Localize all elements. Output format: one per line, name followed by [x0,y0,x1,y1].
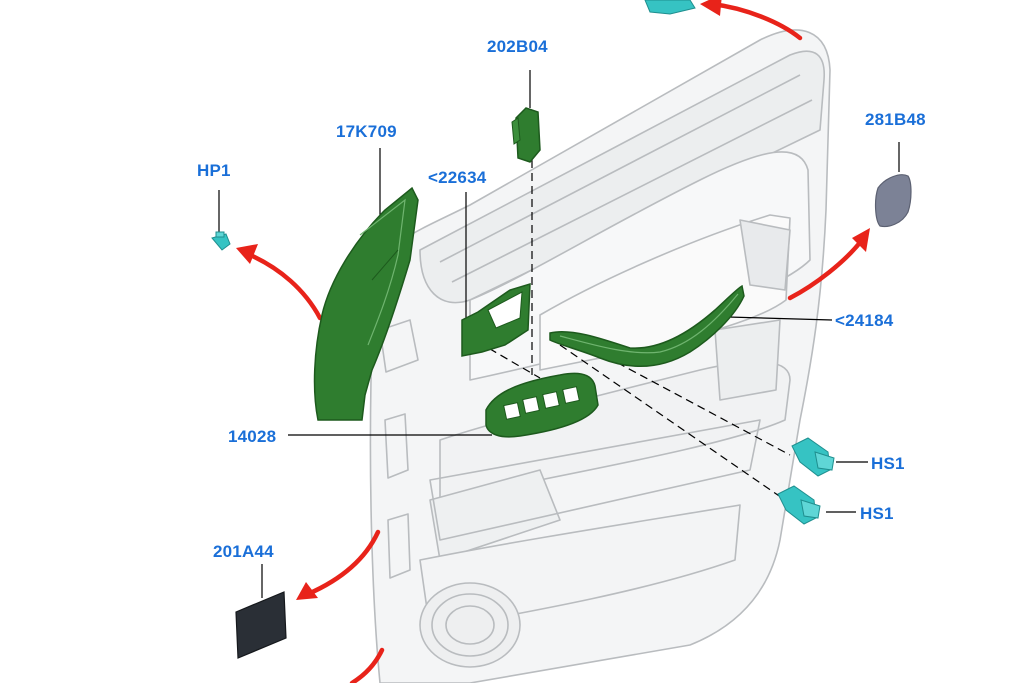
fastener-hs1-upper [791,437,835,477]
arrow-281b48 [787,237,865,301]
label-14028: 14028 [228,427,277,446]
arrow-bottom [349,647,385,683]
fastener-hs1-lower [777,485,821,525]
part-22634-bracket [461,282,531,357]
part-17k709-trim [313,186,419,421]
label-201a44: 201A44 [213,542,274,561]
label-22634: <22634 [428,168,487,187]
fastener-hp1 [211,231,231,251]
leader-22634-dashed [477,341,541,379]
label-hs1-lower: HS1 [860,504,894,523]
arrow-hp1 [245,251,323,321]
part-24184-pull-handle [549,284,745,368]
part-202b04-clip [511,107,541,163]
leader-hs1-lower-dashed [559,344,786,501]
fastener-top-right [644,0,696,15]
red-arrowheads [236,0,870,600]
label-hs1-upper: HS1 [871,454,905,473]
label-24184: <24184 [835,311,894,330]
part-14028-switch-bezel [485,372,599,438]
label-17k709: 17K709 [336,122,397,141]
red-arrows [245,1,865,683]
leader-24184 [727,316,833,321]
arrow-top-right [709,1,803,41]
part-201a44-panel [235,591,287,659]
label-202b04: 202B04 [487,37,548,56]
arrowhead-201a44 [296,582,318,600]
label-hp1: HP1 [197,161,231,180]
arrowhead-hp1 [236,244,258,264]
arrow-201a44 [305,529,381,597]
part-281b48-cover [874,174,912,228]
arrowhead-top-right [700,0,722,16]
label-281b48: 281B48 [865,110,926,129]
arrowhead-281b48 [852,228,870,252]
